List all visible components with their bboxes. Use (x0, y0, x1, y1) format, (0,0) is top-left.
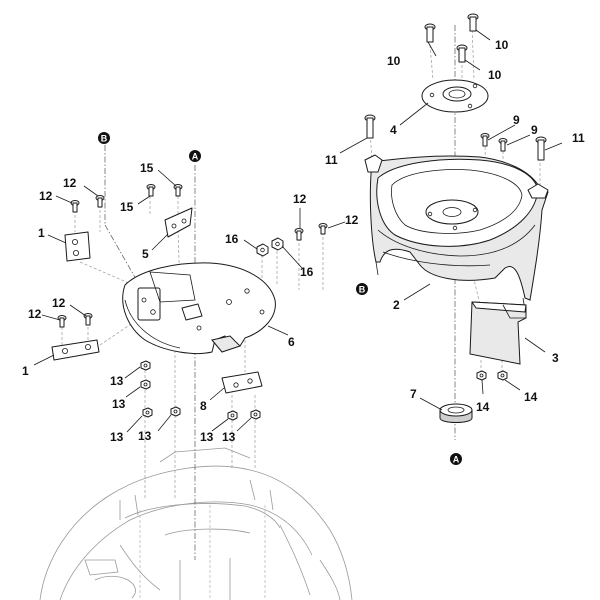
screw-12f (318, 223, 328, 235)
part-3-shield (469, 301, 527, 365)
part-6-baffle-plate (122, 262, 276, 354)
screw-9a (480, 133, 490, 147)
callout-12-f: 12 (345, 213, 359, 227)
callout-10-center: 10 (488, 68, 502, 82)
callout-10-right: 10 (495, 38, 509, 52)
screw-12e (294, 228, 304, 241)
callout-8: 8 (200, 399, 207, 413)
callout-12-c: 12 (52, 296, 66, 310)
screw-9b (498, 138, 508, 152)
screw-10a (424, 23, 436, 43)
callout-4: 4 (390, 123, 397, 137)
engine-housing (39, 447, 353, 600)
part-1-bracket-upper (64, 231, 91, 262)
leader-lines (33, 29, 563, 433)
callout-12-e: 12 (293, 192, 307, 206)
callout-14-left: 14 (476, 400, 490, 414)
nuts-16 (256, 237, 284, 257)
reference-a-top: A (189, 150, 201, 162)
part-2-housing (364, 154, 549, 311)
nuts-14 (476, 370, 508, 381)
part-1-bracket-lower (51, 339, 100, 361)
callout-15-lower: 15 (120, 200, 134, 214)
screw-12b (95, 195, 105, 208)
callout-13-c: 13 (110, 430, 124, 444)
callout-14-right: 14 (524, 390, 538, 404)
callout-12-a: 12 (63, 176, 77, 190)
part-4-top-plate (421, 79, 489, 113)
callout-16-left: 16 (225, 232, 239, 246)
nuts-13 (140, 360, 261, 421)
screw-12d (83, 313, 93, 326)
callout-7: 7 (410, 387, 417, 401)
reference-b-right: B (356, 283, 368, 295)
screw-10c (456, 44, 468, 63)
screw-11a (364, 114, 376, 139)
callout-6: 6 (288, 335, 295, 349)
callout-13-a: 13 (110, 374, 124, 388)
callout-13-f: 13 (222, 430, 236, 444)
screw-11b (535, 136, 547, 161)
screw-15b (173, 184, 183, 197)
screw-12c (57, 315, 67, 328)
part-8-plate (221, 371, 263, 394)
callout-13-e: 13 (200, 430, 214, 444)
callout-16-right: 16 (300, 265, 314, 279)
callout-labels: 10 10 10 4 9 9 11 11 2 3 7 14 14 12 12 1… (22, 38, 585, 444)
callout-1-lower: 1 (22, 364, 29, 378)
screws-10-11-9 (364, 13, 547, 161)
callout-9-upper: 9 (513, 113, 520, 127)
callout-2: 2 (393, 298, 400, 312)
svg-text:B: B (359, 285, 366, 295)
callout-15-upper: 15 (140, 161, 154, 175)
part-5-plate (164, 207, 193, 238)
callout-12-b: 12 (39, 189, 53, 203)
svg-text:A: A (192, 152, 199, 162)
svg-text:B: B (101, 134, 108, 144)
callout-11-right: 11 (572, 131, 585, 145)
screw-12a (70, 200, 80, 213)
callout-13-b: 13 (112, 397, 126, 411)
callout-11-left: 11 (325, 153, 338, 167)
callout-13-d: 13 (138, 429, 152, 443)
reference-a-bottom: A (450, 453, 462, 465)
screws-12-15 (57, 184, 328, 328)
callout-9-lower: 9 (531, 123, 538, 137)
reference-b-left: B (98, 132, 110, 144)
part-7-bushing (439, 403, 473, 423)
svg-text:A: A (453, 455, 460, 465)
callout-12-d: 12 (28, 307, 42, 321)
callout-3: 3 (552, 351, 559, 365)
screw-15a (146, 184, 156, 197)
screw-10b (467, 13, 479, 32)
callout-5: 5 (142, 247, 149, 261)
reference-markers: B A B A (98, 132, 462, 465)
callout-10-left: 10 (387, 54, 401, 68)
callout-1-upper: 1 (38, 226, 45, 240)
